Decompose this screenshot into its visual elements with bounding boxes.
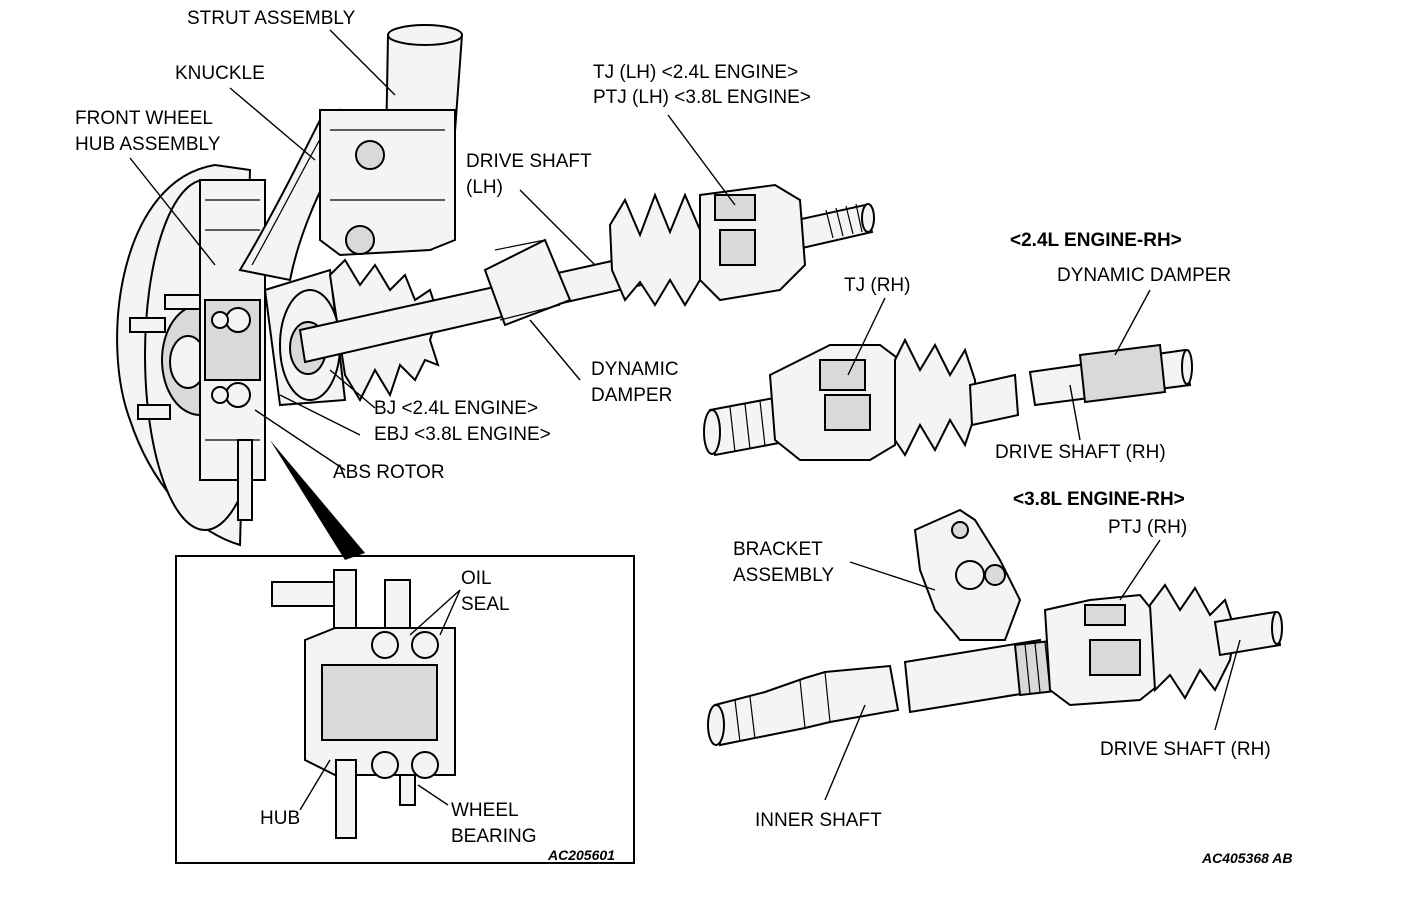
leader-lines — [129, 29, 1241, 811]
label-ptj-lh: PTJ (LH) <3.8L ENGINE> — [593, 87, 811, 108]
label-dynamic-damper-lh-line2: DAMPER — [591, 385, 673, 406]
label-drive-shaft-lh-line2: (LH) — [466, 177, 503, 198]
label-front-wheel-hub-assembly-line2: HUB ASSEMBLY — [75, 134, 221, 155]
label-ptj-rh: PTJ (RH) — [1108, 517, 1188, 538]
label-front-wheel-hub-assembly-line1: FRONT WHEEL — [75, 108, 213, 129]
inner-shaft — [707, 664, 900, 747]
label-oil-seal-line2: SEAL — [461, 594, 510, 615]
label-inner-shaft: INNER SHAFT — [755, 810, 882, 831]
figure-code-main: AC405368 AB — [1202, 850, 1293, 866]
bracket-assembly — [913, 508, 1022, 641]
label-3-8l-engine-rh: <3.8L ENGINE-RH> — [1013, 489, 1185, 510]
drive-shaft-rh-24 — [703, 337, 1193, 461]
dynamic-damper-lh — [483, 238, 572, 327]
tj-lh-joint — [608, 183, 807, 307]
label-tj-lh: TJ (LH) <2.4L ENGINE> — [593, 62, 799, 83]
label-ebj: EBJ <3.8L ENGINE> — [374, 424, 551, 445]
label-drive-shaft-rh-38: DRIVE SHAFT (RH) — [1100, 739, 1271, 760]
label-wheel-bearing-line2: BEARING — [451, 826, 537, 847]
label-abs-rotor: ABS ROTOR — [333, 462, 445, 483]
label-drive-shaft-rh-24: DRIVE SHAFT (RH) — [995, 442, 1166, 463]
label-oil-seal-line1: OIL — [461, 568, 492, 589]
label-wheel-bearing-line1: WHEEL — [451, 800, 519, 821]
label-tj-rh: TJ (RH) — [844, 275, 911, 296]
front-wheel-hub-assembly — [116, 163, 266, 547]
label-drive-shaft-lh-line1: DRIVE SHAFT — [466, 151, 592, 172]
hub-cross-section-inset — [175, 555, 635, 864]
drive-shaft-rh-38 — [903, 583, 1283, 714]
label-dynamic-damper-lh-line1: DYNAMIC — [591, 359, 679, 380]
label-knuckle: KNUCKLE — [175, 63, 265, 84]
label-bj: BJ <2.4L ENGINE> — [374, 398, 539, 419]
label-2-4l-engine-rh: <2.4L ENGINE-RH> — [1010, 230, 1182, 251]
label-bracket-assembly-line2: ASSEMBLY — [733, 565, 835, 586]
label-hub: HUB — [260, 808, 301, 829]
strut-assembly — [319, 24, 464, 257]
label-dynamic-damper-rh: DYNAMIC DAMPER — [1057, 265, 1232, 286]
label-bracket-assembly-line1: BRACKET — [733, 539, 823, 560]
figure-code-inset: AC205601 — [548, 847, 615, 863]
label-strut-assembly: STRUT ASSEMBLY — [187, 8, 356, 29]
